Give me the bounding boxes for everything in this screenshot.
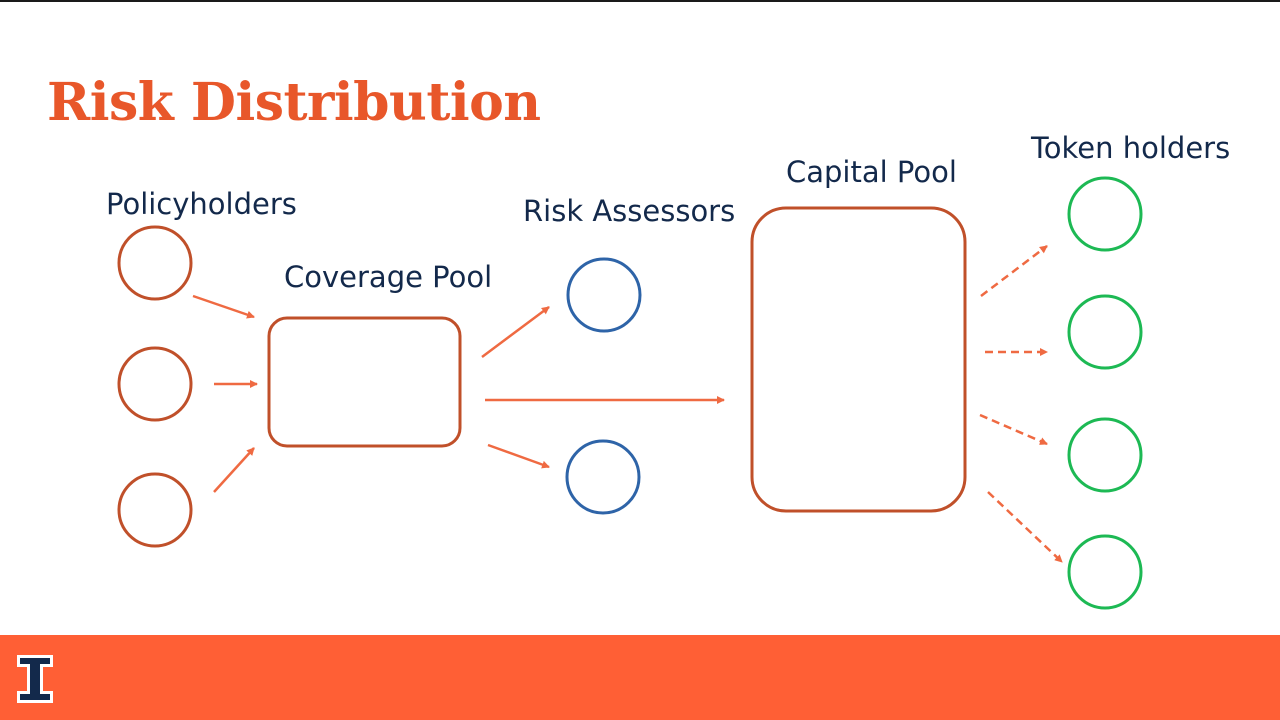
coverage-pool-box <box>267 316 462 448</box>
token-holder-node <box>1067 294 1143 370</box>
dashed-arrow <box>987 491 1063 563</box>
capital-pool-box <box>750 206 967 513</box>
slide-title: Risk Distribution <box>47 72 541 133</box>
token-holder-node <box>1067 417 1143 493</box>
risk-distribution-diagram: Policyholders Coverage Pool Risk Assesso… <box>106 131 1230 610</box>
label-policyholders: Policyholders <box>106 187 297 221</box>
label-risk-assessors: Risk Assessors <box>523 194 735 228</box>
top-divider <box>0 0 1280 2</box>
token-holder-nodes <box>1067 176 1143 610</box>
risk-assessor-node <box>565 439 641 515</box>
risk-assessor-nodes <box>565 257 642 515</box>
token-holder-node <box>1067 176 1143 252</box>
label-token-holders: Token holders <box>1030 131 1230 165</box>
token-holder-node <box>1067 534 1143 610</box>
label-capital-pool: Capital Pool <box>786 155 957 189</box>
arrow <box>192 294 255 319</box>
risk-assessor-node <box>566 257 642 333</box>
policyholder-node <box>117 225 193 301</box>
policyholder-nodes <box>117 225 193 548</box>
coverage-pool-arrows <box>481 305 725 469</box>
policyholder-arrows <box>192 294 258 493</box>
policyholder-node <box>117 346 193 422</box>
label-coverage-pool: Coverage Pool <box>284 260 492 294</box>
arrow <box>481 305 550 359</box>
arrow <box>213 447 255 493</box>
dashed-arrow <box>979 413 1048 446</box>
arrow <box>487 443 550 469</box>
dashed-arrow <box>980 245 1048 297</box>
capital-pool-arrows <box>979 245 1063 563</box>
block-i-logo-icon <box>17 655 53 703</box>
footer-bar <box>0 635 1280 720</box>
policyholder-node <box>117 472 193 548</box>
